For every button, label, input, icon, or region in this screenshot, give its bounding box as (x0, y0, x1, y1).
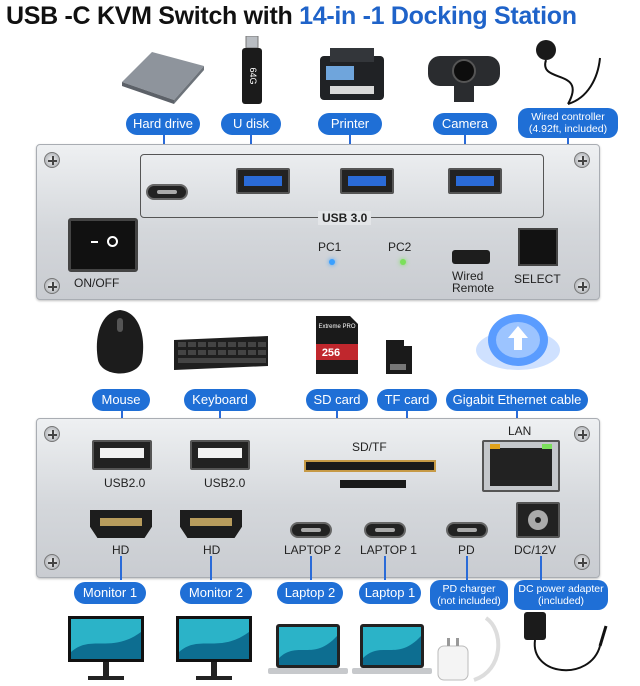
usb-a-port-1[interactable] (236, 168, 290, 194)
screw-icon (44, 152, 60, 168)
tf-card-image (386, 340, 412, 374)
title-part-2: 14-in -1 Docking Station (299, 2, 577, 30)
sd-slot[interactable] (304, 460, 436, 472)
mouse-image (96, 310, 144, 374)
tf-card-label: TF card (377, 389, 437, 411)
hd-label-2: HD (203, 543, 221, 557)
monitor-2-image (176, 616, 252, 680)
wired-controller-image (536, 40, 601, 105)
u-disk-label: U disk (221, 113, 281, 135)
laptop-2-image (268, 624, 348, 674)
sd-card-capacity: 256 (322, 347, 340, 359)
screw-icon (44, 278, 60, 294)
ethernet-label: Gigabit Ethernet cable (446, 389, 588, 411)
laptop2-port-label: LAPTOP 2 (284, 543, 341, 557)
select-button[interactable] (518, 228, 558, 266)
pd-port-label: PD (458, 543, 475, 557)
connector-line (466, 556, 468, 580)
keyboard-image (174, 336, 268, 370)
pd-charger-label: PD charger (not included) (430, 580, 508, 610)
pd-port[interactable] (446, 522, 488, 538)
monitor1-label: Monitor 1 (74, 582, 146, 604)
usb-c-port[interactable] (146, 184, 188, 200)
pc1-led-icon (329, 259, 335, 265)
laptop1-port-label: LAPTOP 1 (360, 543, 417, 557)
sdtf-label: SD/TF (352, 440, 387, 454)
keyboard-label: Keyboard (184, 389, 256, 411)
laptop-1-image (352, 624, 432, 674)
screw-icon (44, 554, 60, 570)
pc2-led-icon (400, 259, 406, 265)
mouse-label: Mouse (92, 389, 150, 411)
connector-line (310, 556, 312, 580)
sd-card-brand: Extreme PRO (318, 324, 355, 330)
connector-line (120, 556, 122, 580)
wired-controller-label: Wired controller (4.92ft, included) (518, 108, 618, 138)
hard-drive-label: Hard drive (126, 113, 200, 135)
dc-port-label: DC/12V (514, 543, 557, 557)
u-disk-capacity: 64G (248, 67, 258, 84)
laptop2-port[interactable] (290, 522, 332, 538)
screw-icon (574, 426, 590, 442)
laptop1-label: Laptop 1 (359, 582, 421, 604)
camera-label: Camera (433, 113, 497, 135)
ethernet-cloud-image (476, 314, 560, 370)
select-label: SELECT (514, 272, 561, 286)
connector-line (540, 556, 542, 580)
sd-card-image: Extreme PRO 256 (316, 316, 358, 374)
usb2-port-2[interactable] (190, 440, 250, 470)
laptop1-port[interactable] (364, 522, 406, 538)
screw-icon (44, 426, 60, 442)
pc2-label: PC2 (388, 240, 412, 254)
usb-a-port-2[interactable] (340, 168, 394, 194)
monitor2-label: Monitor 2 (180, 582, 252, 604)
page-title: USB -C KVM Switch with 14-in -1 Docking … (6, 2, 577, 31)
u-disk-image: 64G (242, 36, 262, 104)
lan-port[interactable] (482, 440, 560, 492)
pd-charger-image (437, 616, 501, 682)
printer-image (320, 48, 384, 100)
wired-remote-port[interactable] (452, 250, 490, 264)
lan-label: LAN (508, 424, 532, 438)
power-switch[interactable] (68, 218, 138, 272)
connector-line (384, 556, 386, 580)
usb2-label-2: USB2.0 (204, 476, 246, 490)
hard-drive-image (122, 52, 204, 104)
usb2-label-1: USB2.0 (104, 476, 146, 490)
printer-label: Printer (318, 113, 382, 135)
on-off-label: ON/OFF (74, 276, 120, 290)
dc-adapter-label: DC power adapter (included) (514, 580, 608, 610)
title-part-1: USB -C KVM Switch with (6, 2, 300, 30)
sd-card-label: SD card (306, 389, 368, 411)
tf-slot[interactable] (340, 480, 406, 488)
wired-remote-label: Wired Remote (452, 269, 495, 295)
laptop2-label: Laptop 2 (277, 582, 343, 604)
dc-adapter-image (524, 612, 608, 671)
monitor-1-image (68, 616, 144, 680)
camera-image (428, 56, 500, 102)
hdmi-port-2[interactable] (180, 510, 242, 538)
screw-icon (574, 278, 590, 294)
dc-port[interactable] (516, 502, 560, 538)
screw-icon (574, 554, 590, 570)
usb2-port-1[interactable] (92, 440, 152, 470)
usb-3-label: USB 3.0 (318, 211, 372, 225)
hd-label-1: HD (112, 543, 130, 557)
pc1-label: PC1 (318, 240, 342, 254)
screw-icon (574, 152, 590, 168)
hdmi-port-1[interactable] (90, 510, 152, 538)
usb-a-port-3[interactable] (448, 168, 502, 194)
connector-line (210, 556, 212, 580)
